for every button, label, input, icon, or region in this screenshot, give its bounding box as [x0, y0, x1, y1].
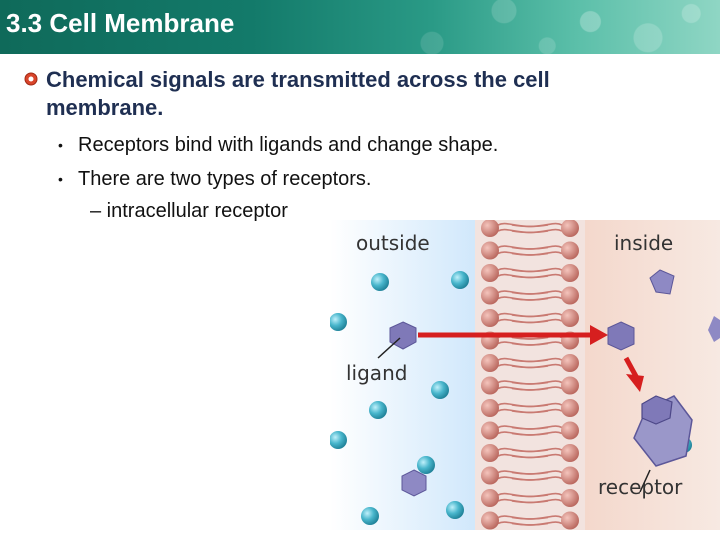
ligand-hexagon [708, 316, 720, 342]
ion [369, 401, 387, 419]
main-bullet-text: Chemical signals are transmitted across … [46, 67, 550, 120]
receptor-pointer [639, 469, 651, 493]
lipid-head [561, 511, 579, 530]
lipid-head [561, 309, 579, 327]
lipid-head [481, 264, 499, 282]
bound-ligand [641, 395, 673, 425]
membrane-diagram: outside inside ligand [330, 220, 720, 530]
lipid-head [561, 489, 579, 507]
sub-bullet-dot: • [58, 171, 63, 187]
lipid-head [561, 241, 579, 260]
lipid-tail [511, 425, 563, 436]
lipid-tail [511, 492, 563, 504]
header-texture [0, 0, 720, 54]
lipid-tail [511, 312, 563, 324]
lipid-head [481, 399, 499, 417]
sub-bullet-1-text: Receptors bind with ligands and change s… [78, 134, 499, 156]
ligand-hexagon [607, 321, 635, 351]
lipid-tail [511, 267, 563, 279]
lipid-head [481, 286, 499, 305]
lipid-bilayer [481, 220, 579, 530]
lipid-head [481, 309, 499, 327]
lipid-head [481, 241, 499, 260]
ion [417, 456, 435, 474]
lipid-head [481, 354, 499, 372]
lipid-head [561, 376, 579, 395]
lipid-head [561, 399, 579, 417]
ion [330, 431, 347, 449]
lipid-tail [511, 515, 563, 526]
receptor-label: receptor [598, 475, 683, 499]
ligand-pointer [377, 337, 401, 359]
lipid-tail [511, 357, 563, 369]
ion [330, 313, 347, 331]
ion [361, 507, 379, 525]
ligand-hexagon [389, 321, 417, 350]
binding-arrowhead [626, 374, 644, 392]
ion [371, 273, 389, 291]
lipid-head [481, 511, 499, 530]
membrane-figure: outside inside ligand [330, 220, 720, 530]
lipid-head [561, 264, 579, 282]
main-bullet: Chemical signals are transmitted across … [24, 66, 624, 122]
lipid-tail [511, 470, 563, 481]
lipid-tail [511, 290, 563, 301]
lipid-tail [511, 402, 563, 414]
sub-sub-bullet: – intracellular receptor [90, 200, 288, 222]
lipid-tail [511, 245, 563, 256]
transport-arrowhead [590, 325, 608, 345]
lipid-head [561, 220, 579, 237]
lipid-head [561, 354, 579, 372]
ligand-hexagon [649, 269, 675, 295]
lipid-head [561, 466, 579, 485]
lipid-head [561, 421, 579, 440]
ligand-hexagon [401, 469, 427, 497]
bullet-marker-icon [24, 72, 38, 86]
lipid-tail [511, 380, 563, 391]
lipid-tail [511, 222, 563, 234]
ion [446, 501, 464, 519]
sub-bullet-2-text: There are two types of receptors. [78, 168, 372, 190]
lipid-head [481, 444, 499, 462]
inside-label: inside [614, 231, 673, 255]
sub-bullet-dot: • [58, 137, 63, 153]
slide-header: 3.3 Cell Membrane [0, 0, 720, 54]
lipid-head [481, 376, 499, 395]
sub-bullet-1: • Receptors bind with ligands and change… [58, 132, 498, 158]
inside-region [585, 220, 720, 530]
ligand-label: ligand [346, 361, 407, 385]
lipid-head [481, 466, 499, 485]
ion [451, 271, 469, 289]
lipid-head [481, 489, 499, 507]
lipid-tail [511, 447, 563, 459]
ion [431, 381, 449, 399]
slide-title: 3.3 Cell Membrane [6, 8, 235, 38]
lipid-head [561, 444, 579, 462]
outside-label: outside [356, 231, 430, 255]
sub-bullet-2: • There are two types of receptors. [58, 166, 371, 192]
lipid-head [561, 286, 579, 305]
lipid-head [481, 220, 499, 237]
lipid-head [481, 421, 499, 440]
